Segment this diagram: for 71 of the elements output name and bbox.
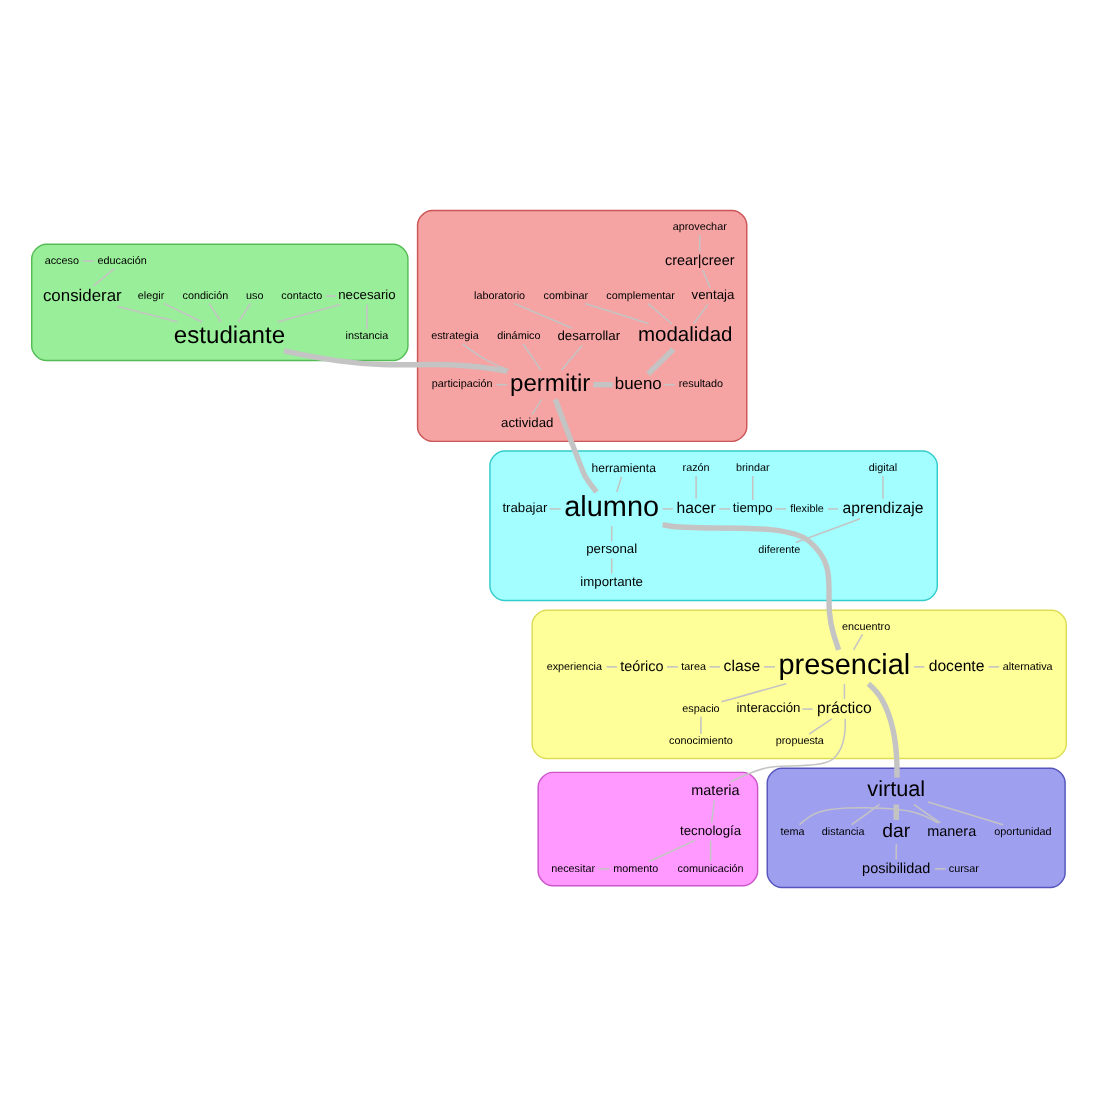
connector [795,516,861,543]
connector [646,346,676,375]
connector [208,301,222,322]
connector [81,259,95,261]
connector [513,301,573,328]
connector [283,347,508,373]
cluster [31,242,409,361]
connector [237,301,252,322]
connector [597,867,611,869]
connector [552,397,599,493]
connector [895,842,898,860]
connector [116,304,179,322]
connector [647,301,673,324]
node-text: dar [882,819,911,842]
cluster [489,449,938,601]
connector [720,682,787,702]
node-text: presencial [778,649,911,682]
connector [988,665,1000,667]
connector [709,838,712,862]
node-text: alumno [564,491,660,524]
connector [866,680,900,777]
connector [752,474,754,500]
connector [698,232,701,252]
connector [708,665,721,667]
connector [850,802,881,825]
connector [852,632,864,650]
connector [695,474,697,499]
node-text: permitir [510,367,591,396]
connector [827,507,839,509]
connector [648,838,696,862]
connector [92,266,116,286]
connector [605,665,618,667]
connector [913,802,942,823]
connector [461,342,510,370]
node-text: virtual [867,777,926,802]
connector [276,302,342,322]
connector [560,343,584,370]
connector [366,302,368,329]
cluster [531,608,1067,759]
node-text: considerar [42,283,122,304]
connector [700,714,702,734]
cluster [416,208,748,442]
connector [913,665,926,667]
connector [162,301,203,322]
connector [666,665,679,667]
connector [718,507,731,509]
connector [584,301,650,324]
connector [531,397,543,415]
cluster [766,766,1066,888]
connector [763,665,776,667]
connector [593,381,613,387]
connector [808,717,833,734]
connector [710,798,716,823]
connector [702,268,711,288]
node-text: modalidad [638,324,733,347]
connector [324,294,337,296]
cluster [537,770,759,886]
connector [934,867,947,869]
connector [662,520,842,650]
connector [615,474,623,492]
connector [882,474,884,499]
connector [661,507,674,509]
connector [693,302,709,324]
node-text: bueno [614,372,662,393]
connector [927,800,1004,825]
node-text: estudiante [173,319,286,348]
connector [774,507,787,509]
connector [729,717,847,782]
connector [548,507,562,509]
connector [801,707,814,709]
connector [522,342,542,370]
